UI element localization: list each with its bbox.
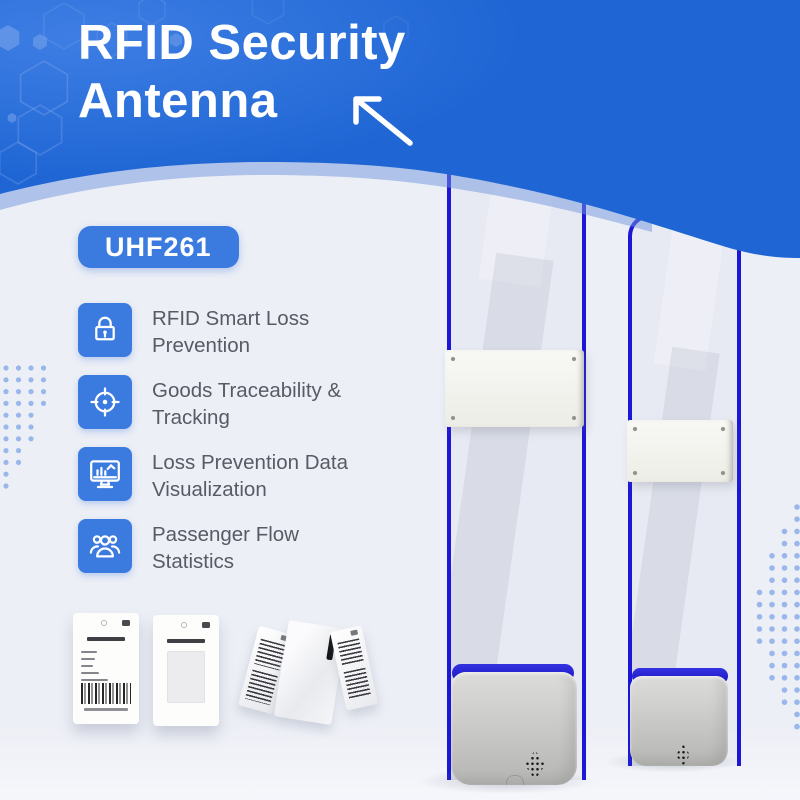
tag-text-line	[81, 672, 99, 674]
tag-title-line	[87, 637, 125, 641]
speaker-grille	[525, 750, 545, 780]
reader-unit	[627, 420, 733, 482]
tag-hole	[101, 620, 107, 626]
hexagon-pattern	[0, 0, 409, 185]
gate-base	[630, 676, 728, 766]
tag-text-line	[81, 665, 93, 667]
gate-base	[451, 672, 577, 785]
wave-dark	[0, 0, 800, 258]
tag-title-line	[167, 639, 205, 643]
monitor-chart-icon	[78, 447, 132, 501]
feature-row: Passenger Flow Statistics	[78, 519, 348, 575]
lock-icon	[78, 303, 132, 357]
hang-tag-with-barcode	[73, 613, 139, 724]
tag-hole	[181, 622, 187, 628]
feature-list: RFID Smart Loss Prevention Goods Traceab…	[78, 303, 348, 591]
barcode	[244, 669, 278, 706]
people-icon	[78, 519, 132, 573]
feature-row: Loss Prevention Data Visualization	[78, 447, 348, 503]
barcode	[343, 667, 371, 700]
page-title: RFID Security Antenna	[78, 14, 406, 130]
model-badge: UHF261	[78, 226, 239, 268]
feature-row: Goods Traceability & Tracking	[78, 375, 348, 431]
feature-label: Goods Traceability & Tracking	[152, 379, 342, 429]
tag-text-line	[81, 658, 95, 660]
feature-label: Loss Prevention Data Visualization	[152, 451, 349, 501]
tag-logo	[202, 622, 210, 628]
sticker-mark	[350, 629, 359, 636]
barcode-number-line	[84, 708, 128, 711]
base-notch	[506, 775, 524, 785]
hang-tag-plain	[153, 615, 219, 726]
tag-text-line	[81, 651, 97, 653]
reader-unit	[445, 350, 584, 427]
tag-faint-print	[167, 651, 205, 703]
feature-label: Passenger Flow Statistics	[152, 523, 299, 573]
barcode	[337, 638, 364, 667]
speaker-grille	[676, 744, 690, 766]
title-line-1: RFID Security	[78, 16, 406, 70]
feature-label: RFID Smart Loss Prevention	[152, 307, 310, 357]
title-line-2: Antenna	[78, 74, 278, 128]
tag-logo	[122, 620, 130, 626]
barcode	[81, 683, 131, 704]
dot-pattern	[3, 365, 800, 730]
arrow-up-left-icon	[353, 96, 413, 146]
feature-row: RFID Smart Loss Prevention	[78, 303, 348, 359]
tag-text-line	[81, 679, 108, 681]
target-icon	[78, 375, 132, 429]
